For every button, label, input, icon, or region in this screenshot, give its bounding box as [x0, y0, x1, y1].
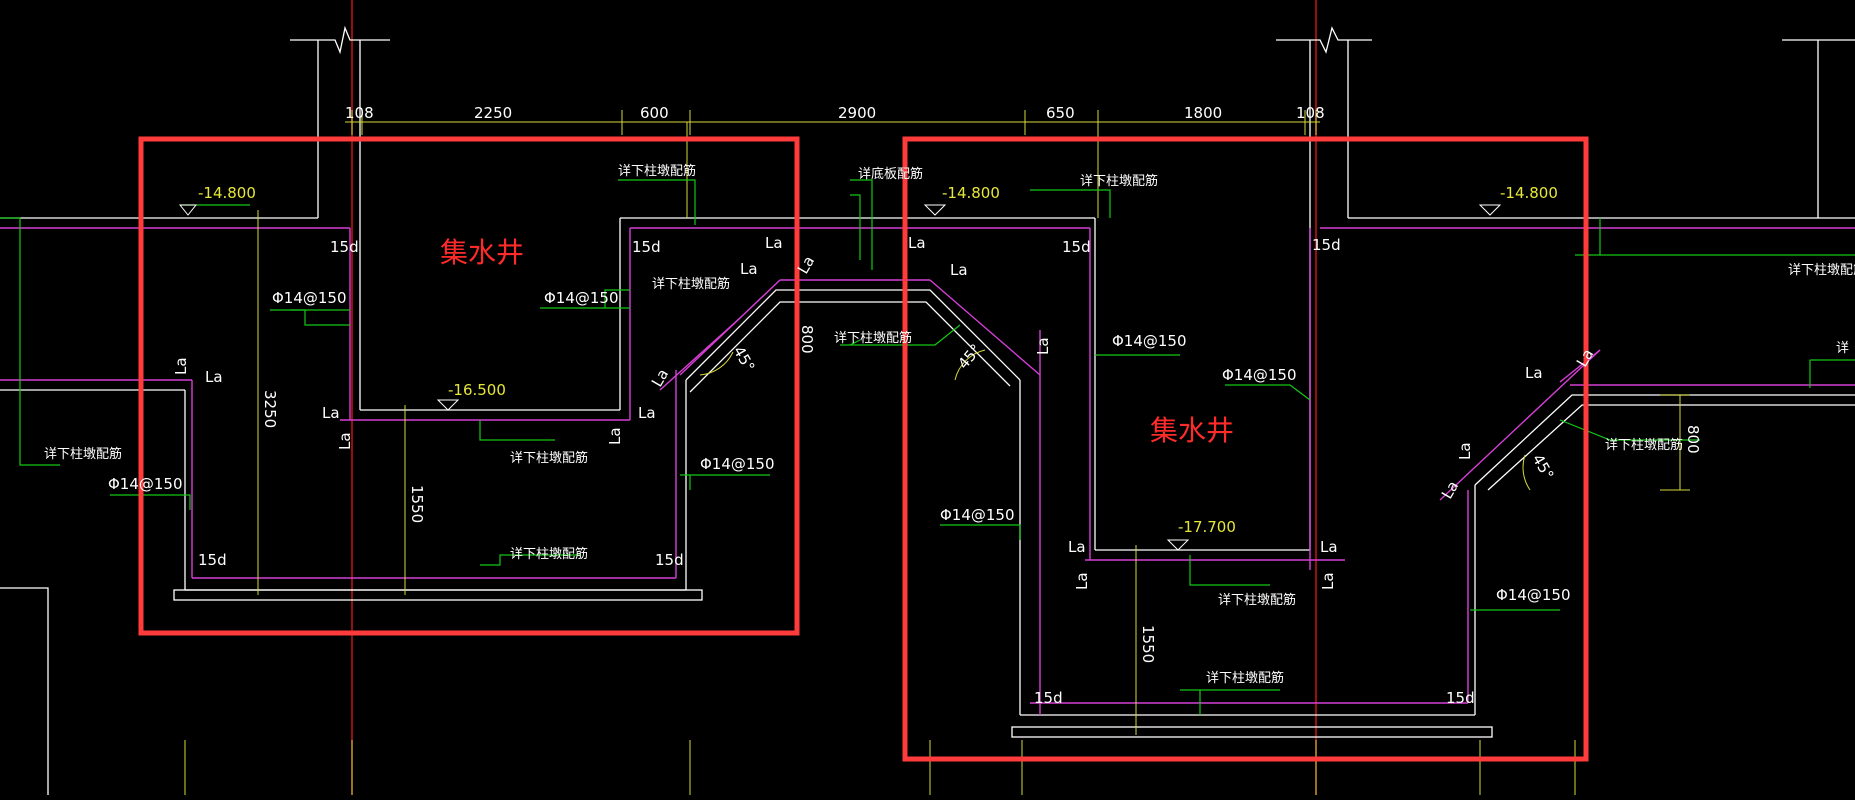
- right-pit-note: 详下柱墩配筋: [1788, 262, 1855, 278]
- right-pit-title: 集水井: [1150, 414, 1234, 447]
- right-pit-note: 详下柱墩配筋: [1206, 670, 1284, 686]
- left-pit-rebar-label: Φ14@150: [700, 455, 775, 473]
- far-right-note: 详: [1836, 341, 1849, 356]
- middle-la: La: [908, 234, 926, 252]
- right-pit-note: 详下柱墩配筋: [1080, 173, 1158, 189]
- right-pit-rebar-label: Φ14@150: [1496, 586, 1571, 604]
- dim-top-5: 1800: [1184, 104, 1222, 122]
- right-pit-dim-bottom: 1550: [1139, 625, 1157, 663]
- dim-top-1: 2250: [474, 104, 512, 122]
- left-pit-dim-bottom: 1550: [408, 485, 426, 523]
- left-pit-rebar-label: Φ14@150: [108, 475, 183, 493]
- right-pit-rebar-label: Φ14@150: [1112, 332, 1187, 350]
- right-pit-anchor-la: La: [1068, 538, 1086, 556]
- dim-top-6: 108: [1296, 104, 1325, 122]
- left-pit-anchor-15d: 15d: [198, 551, 227, 569]
- right-pit-rebar-label: Φ14@150: [1222, 366, 1297, 384]
- dim-top-2: 600: [640, 104, 669, 122]
- left-pit-anchor-la: La: [172, 357, 190, 375]
- right-pit-elevation-top: -14.800: [942, 184, 1000, 202]
- left-pit-anchor-la: La: [205, 368, 223, 386]
- dim-top-3: 2900: [838, 104, 876, 122]
- left-pit-anchor-15d: 15d: [632, 238, 661, 256]
- middle-la: La: [950, 261, 968, 279]
- left-pit-rebar-label: Φ14@150: [544, 289, 619, 307]
- left-pit-anchor-la: La: [740, 260, 758, 278]
- right-pit-anchor-la: La: [1525, 364, 1543, 382]
- left-pit-elevation-bottom: -16.500: [448, 381, 506, 399]
- highlight-box-left-pit[interactable]: [138, 136, 800, 636]
- dim-top-0: 108: [345, 104, 374, 122]
- left-pit-anchor-la: La: [606, 427, 624, 445]
- right-pit-anchor-la: La: [1573, 346, 1597, 370]
- middle-dim-800: 800: [798, 325, 816, 354]
- right-pit-note: 详下柱墩配筋: [1605, 437, 1683, 453]
- right-pit-note: 详下柱墩配筋: [1218, 592, 1296, 608]
- right-pit-anchor-15d: 15d: [1062, 238, 1091, 256]
- right-pit-anchor-la: La: [1319, 572, 1337, 590]
- middle-note-mid: 详下柱墩配筋: [834, 330, 912, 346]
- left-pit-anchor-la: La: [322, 404, 340, 422]
- middle-la: La: [648, 366, 672, 390]
- left-pit-title: 集水井: [440, 236, 524, 269]
- left-pit-note: 详下柱墩配筋: [652, 276, 730, 292]
- right-pit-anchor-15d: 15d: [1312, 236, 1341, 254]
- right-pit-elevation-bottom: -17.700: [1178, 518, 1236, 536]
- right-pit-dim-800: 800: [1684, 425, 1702, 454]
- right-pit-anchor-la: La: [1034, 337, 1052, 355]
- right-pit-anchor-15d: 15d: [1034, 689, 1063, 707]
- middle-angle: 45°: [954, 341, 985, 373]
- elevation-markers: [178, 204, 1502, 551]
- right-pit-angle: 45°: [1529, 451, 1558, 483]
- middle-note-top: 详底板配筋: [858, 166, 923, 182]
- left-pit-note: 详下柱墩配筋: [618, 163, 696, 179]
- left-pit-anchor-la: La: [336, 432, 354, 450]
- right-pit-elevation-top-right: -14.800: [1500, 184, 1558, 202]
- left-pit-note: 详下柱墩配筋: [510, 546, 588, 562]
- left-pit-anchor-15d: 15d: [330, 238, 359, 256]
- left-pit-anchor-la: La: [638, 404, 656, 422]
- left-pit-dim-depth: 3250: [261, 390, 279, 428]
- right-pit-rebar-label: Φ14@150: [940, 506, 1015, 524]
- far-left-note: 详下柱墩配筋: [44, 446, 122, 462]
- left-pit-note: 详下柱墩配筋: [510, 450, 588, 466]
- left-pit-anchor-15d: 15d: [655, 551, 684, 569]
- leader-lines: [0, 179, 1855, 715]
- right-pit-anchor-la: La: [1320, 538, 1338, 556]
- right-pit-anchor-la: La: [1073, 572, 1091, 590]
- highlight-box-right-pit[interactable]: [902, 136, 1589, 762]
- right-pit-anchor-la: La: [1456, 442, 1474, 460]
- dimension-lines: [184, 110, 1690, 795]
- dim-top-4: 650: [1046, 104, 1075, 122]
- rebar-lines: [0, 227, 1855, 715]
- right-pit-anchor-15d: 15d: [1446, 689, 1475, 707]
- left-pit-anchor-la: La: [765, 234, 783, 252]
- left-pit-rebar-label: Φ14@150: [272, 289, 347, 307]
- wall-outline: [0, 25, 1855, 795]
- left-pit-elevation-top: -14.800: [198, 184, 256, 202]
